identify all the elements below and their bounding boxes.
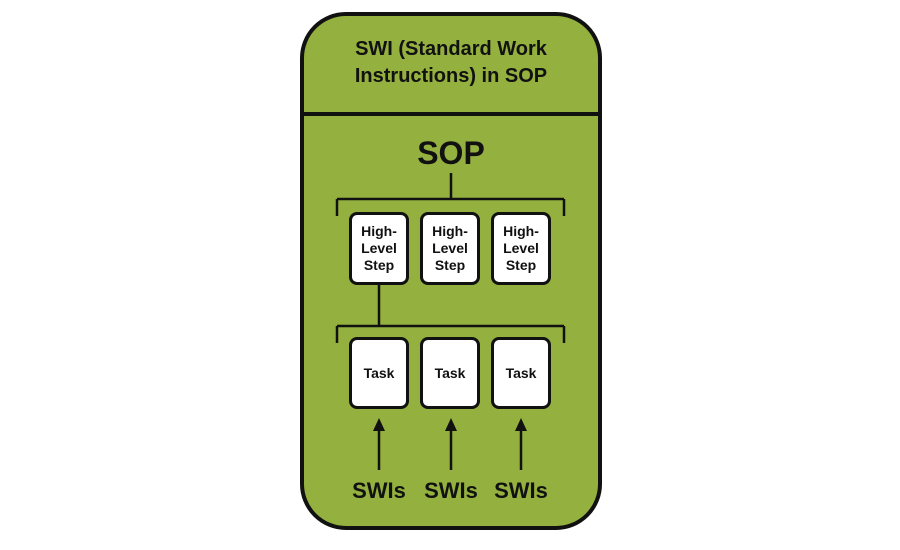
- high-level-step-box-2: High- Level Step: [420, 212, 480, 285]
- task-2-label: Task: [434, 364, 466, 381]
- task-box-3: Task: [491, 337, 551, 409]
- step-2-line-3: Step: [434, 257, 466, 273]
- task-3-label: Task: [505, 364, 537, 381]
- step-2-line-2: Level: [432, 240, 468, 256]
- task-box-2: Task: [420, 337, 480, 409]
- task-box-1: Task: [349, 337, 409, 409]
- task-1-label: Task: [363, 364, 395, 381]
- swi-label-3: SWIs: [494, 478, 548, 503]
- swi-label-1: SWIs: [352, 478, 406, 503]
- high-level-step-box-1: High- Level Step: [349, 212, 409, 285]
- step-3-line-3: Step: [505, 257, 537, 273]
- step-3-line-1: High-: [503, 223, 539, 239]
- step-1-line-3: Step: [363, 257, 395, 273]
- step-3-line-2: Level: [503, 240, 539, 256]
- diagram-title-line-1: SWI (Standard Work: [355, 38, 547, 60]
- step-1-line-2: Level: [361, 240, 397, 256]
- swi-label-2: SWIs: [424, 478, 478, 503]
- header-divider: [300, 112, 602, 116]
- step-2-line-1: High-: [432, 223, 468, 239]
- diagram-title: SWI (Standard Work Instructions) in SOP: [300, 36, 602, 90]
- step-1-line-1: High-: [361, 223, 397, 239]
- diagram-title-line-2: Instructions) in SOP: [354, 65, 548, 87]
- sop-root-label: SOP: [417, 135, 485, 171]
- high-level-step-box-3: High- Level Step: [491, 212, 551, 285]
